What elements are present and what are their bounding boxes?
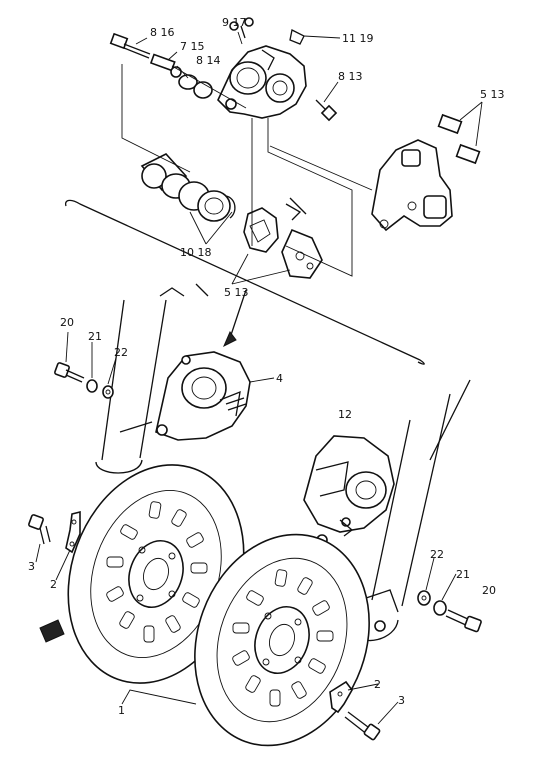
assembly-arrow — [223, 289, 247, 348]
caliper-body-exploded — [217, 45, 307, 119]
mount-bolt — [315, 99, 338, 122]
right-fork-leg — [355, 379, 471, 642]
label-7-15: 7 15 — [180, 40, 205, 53]
label-11-19: 11 19 — [342, 32, 374, 45]
retaining-clip — [289, 29, 341, 45]
label-20-left: 20 — [60, 316, 74, 329]
label-3-left: 3 — [28, 560, 35, 573]
left-mount-bolt-set — [54, 362, 114, 399]
right-brake-disc — [194, 533, 370, 747]
left-lock-plate — [65, 510, 81, 554]
brake-pads — [243, 197, 323, 279]
label-20-right: 20 — [482, 584, 496, 597]
left-fork-leg — [95, 283, 209, 474]
label-22-left: 22 — [114, 346, 128, 359]
right-mount-bolt-set — [417, 590, 482, 633]
label-21-right: 21 — [456, 568, 470, 581]
left-disc-vent-slots — [106, 501, 208, 643]
exploded-caliper-group — [109, 17, 483, 279]
label-8-16: 8 16 — [150, 26, 175, 39]
label-9-17: 9 17 — [222, 16, 247, 29]
label-10-18: 10 18 — [180, 246, 212, 259]
caliper-bracket-right — [371, 139, 453, 232]
section-divider — [64, 199, 425, 365]
reference-tag — [39, 619, 65, 643]
right-lock-plate — [329, 680, 353, 714]
label-2-right: 2 — [374, 678, 381, 691]
label-5-13-top: 5 13 — [480, 88, 505, 101]
bleed-screw — [229, 17, 254, 39]
label-22-right: 22 — [430, 548, 444, 561]
right-caliper-assembled — [303, 435, 395, 546]
right-disc-bolt — [344, 711, 381, 741]
right-disc-vent-slots — [232, 569, 334, 707]
label-4: 4 — [276, 372, 283, 385]
label-3-right: 3 — [398, 694, 405, 707]
guide-pin — [149, 53, 182, 78]
label-21-left: 21 — [88, 330, 102, 343]
leader-lines — [35, 31, 457, 725]
exploded-guide-lines — [121, 64, 373, 277]
callout-labels: 8 16 9 17 11 19 7 15 8 14 8 13 5 13 10 1… — [28, 16, 505, 717]
caliper-piston — [140, 153, 236, 222]
left-disc-bolt — [28, 514, 51, 545]
label-2-left: 2 — [50, 578, 57, 591]
label-1: 1 — [118, 704, 125, 717]
label-8-13: 8 13 — [338, 70, 363, 83]
left-caliper-assembled — [155, 351, 275, 441]
label-8-14: 8 14 — [196, 54, 221, 67]
dust-boot — [178, 74, 213, 99]
label-5-13-pads: 5 13 — [224, 286, 249, 299]
label-12: 12 — [338, 408, 352, 421]
caliper-bolt-upper — [109, 32, 151, 59]
pad-clips — [437, 101, 483, 165]
